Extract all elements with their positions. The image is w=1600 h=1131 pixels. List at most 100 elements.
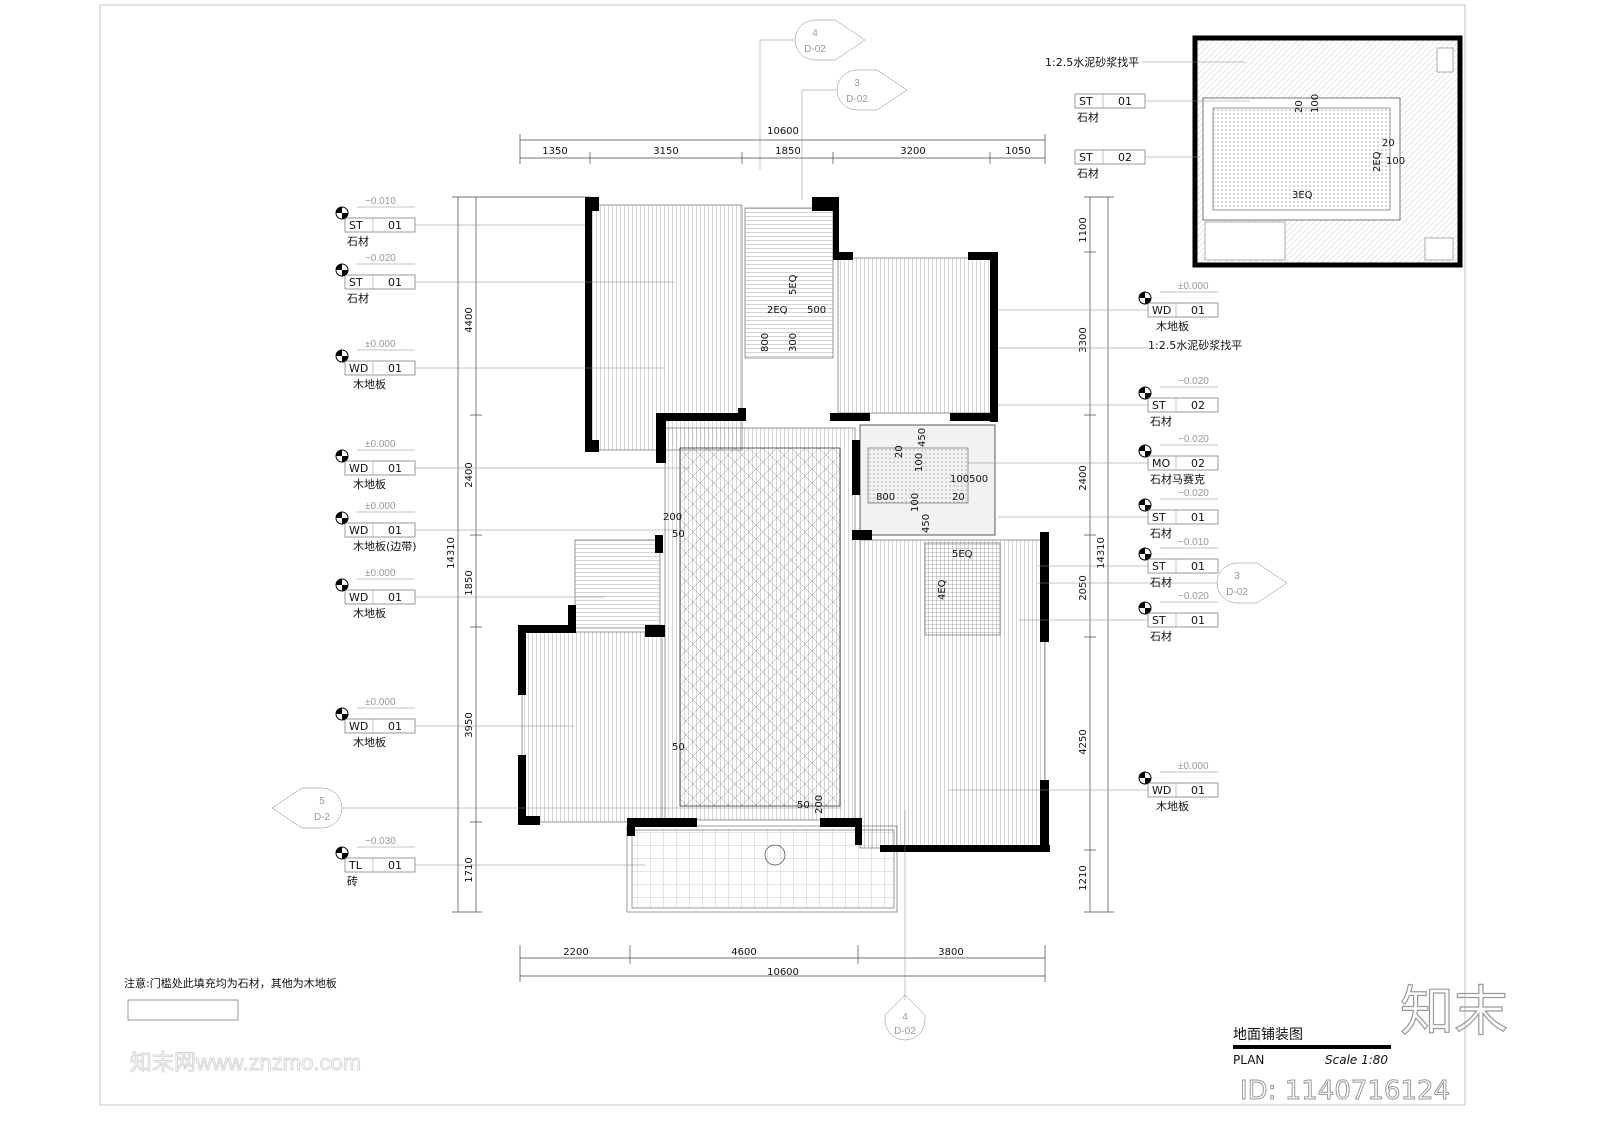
svg-text:−0.020: −0.020	[1178, 488, 1209, 499]
section-marks: 4D-02 3D-02 5D-2 3D-02 4D-02	[271, 19, 1288, 1041]
svg-text:100: 100	[910, 493, 921, 512]
svg-text:3950: 3950	[464, 712, 475, 737]
svg-text:01: 01	[388, 362, 402, 375]
svg-text:4250: 4250	[1078, 729, 1089, 754]
svg-text:±0.000: ±0.000	[365, 568, 396, 579]
svg-text:1850: 1850	[775, 146, 800, 157]
svg-text:±0.000: ±0.000	[365, 501, 396, 512]
svg-text:1710: 1710	[464, 857, 475, 882]
svg-text:2400: 2400	[1078, 465, 1089, 490]
svg-text:3: 3	[1234, 571, 1240, 582]
svg-text:地面铺装图: 地面铺装图	[1233, 1027, 1303, 1043]
svg-text:01: 01	[388, 859, 402, 872]
svg-text:WD: WD	[1152, 784, 1171, 797]
svg-text:ST: ST	[1152, 560, 1166, 573]
svg-text:2EQ: 2EQ	[767, 305, 788, 316]
top-dimensions: 10600 1350 3150 1850 3200 1050	[519, 126, 1046, 164]
svg-text:2400: 2400	[464, 462, 475, 487]
svg-text:木地板: 木地板	[353, 477, 386, 491]
svg-text:100: 100	[1386, 156, 1405, 167]
svg-text:石材: 石材	[347, 234, 369, 248]
svg-text:−0.010: −0.010	[365, 196, 396, 207]
svg-text:1350: 1350	[542, 146, 567, 157]
svg-text:4EQ: 4EQ	[937, 579, 948, 600]
svg-text:±0.000: ±0.000	[365, 439, 396, 450]
svg-text:100: 100	[1310, 94, 1321, 113]
plan-dimensions: 5EQ 2EQ 500 300 800 450 20 100 100500 80…	[663, 274, 988, 814]
svg-text:±0.000: ±0.000	[365, 339, 396, 350]
svg-text:−0.020: −0.020	[1178, 376, 1209, 387]
svg-text:2050: 2050	[1078, 575, 1089, 600]
svg-text:3EQ: 3EQ	[1292, 190, 1313, 201]
svg-text:−0.020: −0.020	[365, 253, 396, 264]
svg-text:木地板(边带): 木地板(边带)	[353, 539, 417, 553]
svg-text:WD: WD	[349, 462, 368, 475]
svg-text:1850: 1850	[464, 570, 475, 595]
threshold-note: 注意:门槛处此填充均为石材，其他为木地板	[124, 976, 337, 1021]
svg-text:01: 01	[388, 276, 402, 289]
svg-text:WD: WD	[349, 362, 368, 375]
svg-text:1:2.5水泥砂浆找平: 1:2.5水泥砂浆找平	[1148, 338, 1242, 352]
svg-text:300: 300	[788, 333, 799, 352]
svg-text:100500: 100500	[950, 474, 988, 485]
svg-text:02: 02	[1191, 457, 1205, 470]
svg-text:木地板: 木地板	[353, 377, 386, 391]
svg-text:石材: 石材	[1150, 629, 1172, 643]
svg-text:石材: 石材	[1150, 575, 1172, 589]
svg-text:5EQ: 5EQ	[788, 274, 799, 295]
walls	[518, 197, 1050, 852]
svg-text:01: 01	[1191, 560, 1205, 573]
svg-text:800: 800	[760, 333, 771, 352]
svg-text:5EQ: 5EQ	[952, 549, 973, 560]
section-mark: 4D-02	[884, 810, 926, 1041]
svg-text:3: 3	[854, 78, 860, 89]
svg-text:1050: 1050	[1005, 146, 1030, 157]
svg-text:450: 450	[921, 514, 932, 533]
room-left-bottom	[521, 631, 663, 823]
svg-text:知末网www.znzmo.com: 知末网www.znzmo.com	[130, 1050, 361, 1075]
svg-text:100: 100	[914, 453, 925, 472]
svg-text:石材: 石材	[1077, 166, 1099, 180]
svg-text:1:2.5水泥砂浆找平: 1:2.5水泥砂浆找平	[1045, 55, 1139, 69]
svg-text:ST: ST	[1079, 95, 1093, 108]
svg-text:木地板: 木地板	[1156, 799, 1189, 813]
svg-text:D-02: D-02	[804, 44, 826, 55]
room-top-left	[589, 204, 743, 451]
room-right-bottom	[859, 539, 1046, 849]
svg-text:500: 500	[807, 305, 826, 316]
svg-text:PLAN: PLAN	[1233, 1053, 1264, 1067]
floor-drain-icon	[764, 844, 786, 866]
svg-text:±0.000: ±0.000	[1178, 761, 1209, 772]
svg-text:4: 4	[812, 28, 818, 39]
watermark: 知末网www.znzmo.com	[130, 1050, 362, 1076]
svg-text:4600: 4600	[731, 947, 756, 958]
svg-text:01: 01	[1191, 784, 1205, 797]
svg-text:±0.000: ±0.000	[365, 697, 396, 708]
svg-text:木地板: 木地板	[353, 606, 386, 620]
svg-text:14310: 14310	[446, 537, 457, 569]
svg-text:50: 50	[672, 529, 685, 540]
svg-text:01: 01	[388, 462, 402, 475]
bath-mosaic	[867, 447, 969, 504]
svg-text:01: 01	[388, 591, 402, 604]
stair-top	[744, 207, 834, 359]
svg-text:ST: ST	[1152, 399, 1166, 412]
screed-note: 1:2.5水泥砂浆找平	[998, 338, 1242, 352]
svg-text:木地板: 木地板	[1156, 319, 1189, 333]
svg-text:D-02: D-02	[1226, 587, 1248, 598]
svg-text:WD: WD	[1152, 304, 1171, 317]
svg-text:WD: WD	[349, 720, 368, 733]
svg-text:ST: ST	[349, 219, 363, 232]
